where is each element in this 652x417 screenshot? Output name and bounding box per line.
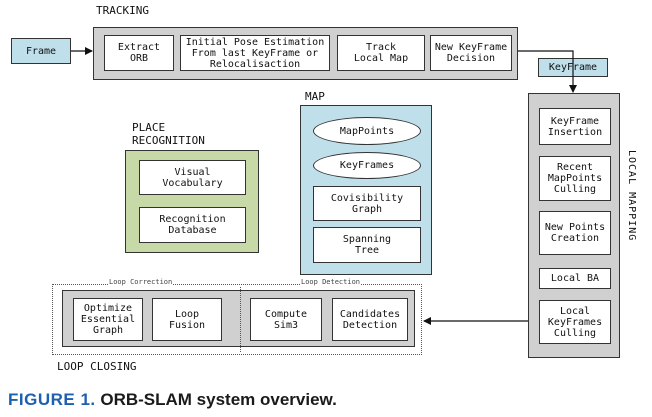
tracking-to-local-mapping-arrow <box>518 50 577 93</box>
keyframe-insertion-box: KeyFrame Insertion <box>539 108 611 145</box>
optimize-essential-graph-box: Optimize Essential Graph <box>73 298 143 341</box>
loop-correction-label: Loop Correction <box>108 278 174 286</box>
figure-number: FIGURE 1. <box>8 390 96 409</box>
local-ba-box: Local BA <box>539 268 611 289</box>
loop-detection-label: Loop Detection <box>300 278 362 286</box>
compute-sim3-box: Compute Sim3 <box>250 298 322 341</box>
spanning-tree-box: Spanning Tree <box>313 227 421 263</box>
new-keyframe-decision-box: New KeyFrame Decision <box>430 35 512 71</box>
mappoints-culling-box: Recent MapPoints Culling <box>539 156 611 201</box>
loop-closing-label: LOOP CLOSING <box>57 360 137 373</box>
new-points-creation-box: New Points Creation <box>539 211 611 255</box>
frame-box: Frame <box>11 38 71 64</box>
map-label: MAP <box>305 90 325 103</box>
loop-closing-dotted-frame <box>52 284 422 355</box>
place-label-line2: RECOGNITION <box>132 134 205 147</box>
local-mapping-label: LOCAL MAPPING <box>626 150 637 242</box>
candidates-detection-box: Candidates Detection <box>332 298 408 341</box>
initial-pose-box: Initial Pose Estimation From last KeyFra… <box>180 35 330 71</box>
place-recognition-label: PLACE RECOGNITION <box>132 121 205 147</box>
covisibility-graph-box: Covisibility Graph <box>313 186 421 221</box>
recognition-database-box: Recognition Database <box>139 207 246 243</box>
loop-divider <box>240 287 242 352</box>
figure-title: ORB-SLAM system overview. <box>100 390 337 409</box>
keyframes-culling-box: Local KeyFrames Culling <box>539 300 611 344</box>
loop-fusion-box: Loop Fusion <box>152 298 222 341</box>
keyframes-ellipse: KeyFrames <box>313 152 421 179</box>
mappoints-ellipse: MapPoints <box>313 117 421 145</box>
visual-vocabulary-box: Visual Vocabulary <box>139 160 246 195</box>
extract-orb-box: Extract ORB <box>104 35 174 71</box>
place-label-line1: PLACE <box>132 121 166 134</box>
tracking-label: TRACKING <box>96 4 149 17</box>
track-local-map-box: Track Local Map <box>337 35 425 71</box>
figure-caption: FIGURE 1. ORB-SLAM system overview. <box>8 390 337 410</box>
